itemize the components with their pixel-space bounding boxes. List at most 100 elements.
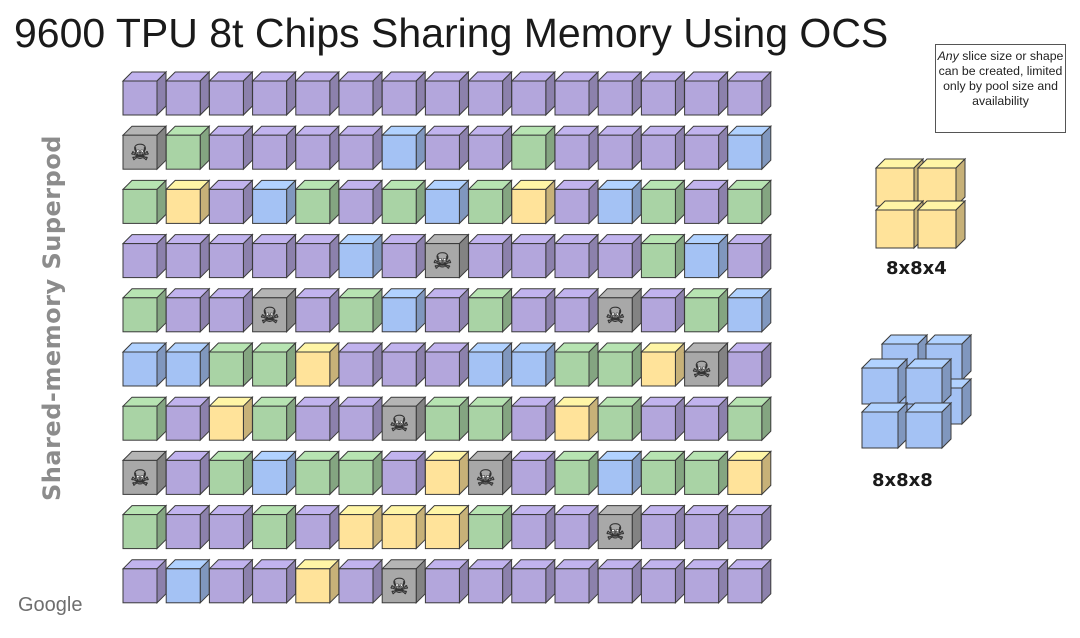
chip-green	[337, 450, 384, 496]
chip-row: ☠☠☠☠	[121, 287, 773, 334]
chip-purple	[424, 558, 470, 605]
chip-blue	[596, 179, 643, 225]
chip-purple	[424, 124, 470, 171]
slice-cube	[860, 401, 909, 450]
svg-text:☠: ☠	[389, 412, 409, 437]
chip-green	[726, 179, 773, 225]
chip-yellow	[380, 504, 427, 550]
chip-purple	[553, 558, 600, 605]
skull-icon: ☠	[692, 358, 712, 383]
chip-green	[121, 179, 168, 225]
chip-blue	[683, 233, 729, 279]
chip-green	[424, 395, 470, 442]
chip-green	[467, 287, 513, 334]
chip-purple	[553, 124, 600, 171]
chip-purple	[337, 558, 384, 605]
skull-icon: ☠	[433, 250, 453, 275]
chip-purple	[337, 179, 384, 225]
skull-icon: ☠	[476, 466, 496, 491]
skull-icon: ☠	[605, 304, 625, 329]
note-text: slice size or shape can be created, limi…	[938, 49, 1064, 108]
chip-blue	[380, 124, 427, 171]
chip-purple	[208, 233, 254, 279]
chip-green	[121, 504, 168, 550]
chip-purple	[294, 70, 341, 117]
slice-cube	[904, 401, 953, 450]
slice-cube	[874, 157, 925, 208]
chip-purple	[726, 70, 773, 117]
chip-purple	[553, 179, 600, 225]
chip-green	[640, 450, 686, 496]
chip-green	[121, 287, 168, 334]
slice-cube	[860, 357, 909, 406]
chip-row: ☠☠☠☠	[121, 450, 773, 496]
chip-green	[294, 179, 341, 225]
chip-purple	[337, 341, 384, 388]
chip-purple	[683, 70, 729, 117]
chip-purple	[380, 450, 427, 496]
skull-icon: ☠	[260, 304, 280, 329]
chip-purple	[251, 124, 297, 171]
slice-cube	[916, 157, 967, 208]
chip-purple	[510, 450, 557, 496]
chip-purple	[726, 341, 773, 388]
page-title: 9600 TPU 8t Chips Sharing Memory Using O…	[14, 10, 889, 56]
chip-purple	[596, 124, 643, 171]
skull-icon: ☠	[130, 466, 150, 491]
chip-purple	[424, 341, 470, 388]
svg-text:☠: ☠	[130, 141, 150, 166]
failed-chip: ☠☠	[683, 341, 729, 388]
chip-purple	[337, 124, 384, 171]
failed-chip: ☠☠	[380, 395, 427, 442]
chip-purple	[380, 70, 427, 117]
chip-green	[640, 179, 686, 225]
chip-purple	[294, 504, 341, 550]
chip-purple	[510, 287, 557, 334]
skull-icon: ☠	[389, 412, 409, 437]
chip-purple	[294, 233, 341, 279]
chip-yellow	[553, 395, 600, 442]
svg-text:☠: ☠	[433, 250, 453, 275]
chip-purple	[510, 504, 557, 550]
chip-purple	[510, 395, 557, 442]
chip-yellow	[208, 395, 254, 442]
chip-green	[164, 124, 211, 171]
chip-purple	[251, 558, 297, 605]
failed-chip: ☠☠	[596, 287, 643, 334]
chip-blue	[726, 287, 773, 334]
chip-purple	[683, 504, 729, 550]
chip-yellow	[294, 341, 341, 388]
chip-green	[337, 287, 384, 334]
google-logo: Google	[18, 594, 83, 616]
chip-green	[553, 450, 600, 496]
chip-green	[251, 504, 297, 550]
failed-chip: ☠☠	[467, 450, 513, 496]
failed-chip: ☠☠	[596, 504, 643, 550]
chip-purple	[726, 233, 773, 279]
chip-purple	[121, 233, 168, 279]
chip-purple	[294, 395, 341, 442]
chip-green	[726, 395, 773, 442]
slice-note-box: Any slice size or shape can be created, …	[935, 44, 1066, 133]
chip-purple	[553, 504, 600, 550]
chip-yellow	[164, 179, 211, 225]
chip-purple	[683, 395, 729, 442]
svg-text:☠: ☠	[260, 304, 280, 329]
chip-row: ☠☠	[121, 341, 773, 388]
chip-purple	[640, 558, 686, 605]
chip-purple	[208, 70, 254, 117]
slice-label-8x8x4: 8x8x4	[886, 258, 947, 279]
chip-purple	[251, 70, 297, 117]
note-italic: Any	[937, 49, 959, 63]
chip-purple	[164, 395, 211, 442]
chip-green	[121, 395, 168, 442]
chip-blue	[164, 341, 211, 388]
chip-green	[553, 341, 600, 388]
slice-8x8x8-cubes	[860, 333, 973, 450]
failed-chip: ☠☠	[424, 233, 470, 279]
chip-purple	[164, 287, 211, 334]
chip-purple	[251, 233, 297, 279]
chip-row: ☠☠	[121, 504, 773, 550]
